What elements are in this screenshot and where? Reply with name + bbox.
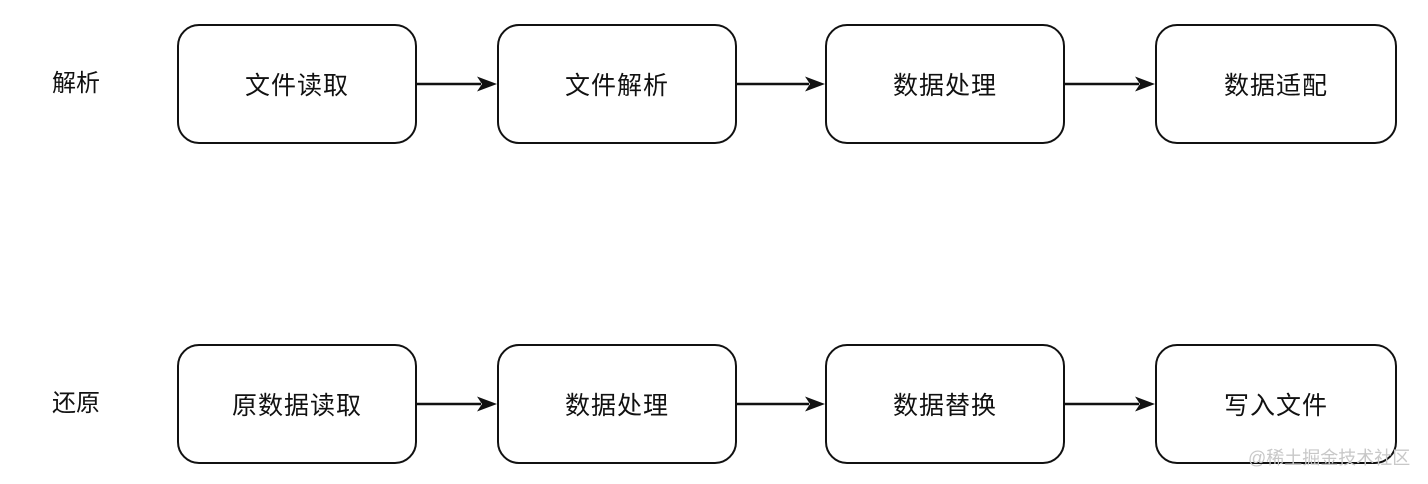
flow-node-label: 文件读取 xyxy=(244,72,349,100)
flow-node-file-read: 文件读取 xyxy=(177,24,417,144)
flow-node-label: 写入文件 xyxy=(1223,392,1328,420)
flow-arrow-icon xyxy=(417,394,497,414)
flow-node-label: 文件解析 xyxy=(564,72,669,100)
flow-node-data-process-restore: 数据处理 xyxy=(497,344,737,464)
flow-node-file-parse: 文件解析 xyxy=(497,24,737,144)
flow-arrow-icon xyxy=(737,74,825,94)
flow-node-data-replace: 数据替换 xyxy=(825,344,1065,464)
flow-arrow-icon xyxy=(417,74,497,94)
row-label-parse: 解析 xyxy=(52,70,100,97)
row-label-restore: 还原 xyxy=(52,390,100,417)
flow-node-data-adapt: 数据适配 xyxy=(1155,24,1397,144)
flow-arrow-icon xyxy=(1065,74,1155,94)
flow-arrow-icon xyxy=(1065,394,1155,414)
flow-node-label: 数据处理 xyxy=(564,392,669,420)
flow-node-label: 数据处理 xyxy=(892,72,997,100)
watermark-text: @稀土掘金技术社区 xyxy=(1248,448,1411,468)
flow-node-raw-data-read: 原数据读取 xyxy=(177,344,417,464)
flow-arrow-icon xyxy=(737,394,825,414)
flow-node-data-process-parse: 数据处理 xyxy=(825,24,1065,144)
flow-node-label: 数据适配 xyxy=(1223,72,1328,100)
flow-node-label: 原数据读取 xyxy=(231,392,362,420)
flow-node-label: 数据替换 xyxy=(892,392,997,420)
flow-node-write-file: 写入文件 xyxy=(1155,344,1397,464)
